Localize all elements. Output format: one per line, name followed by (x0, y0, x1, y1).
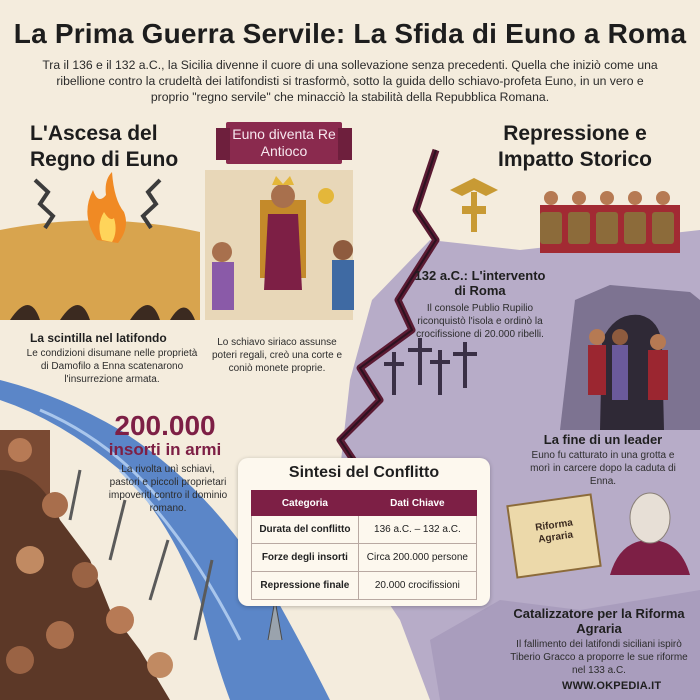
header-key-data: Dati Chiave (357, 490, 478, 516)
rebels-text: La rivolta unì schiavi, pastori e piccol… (108, 464, 228, 514)
intervention-text: Il console Publio Rupilio riconquistò l'… (416, 303, 544, 340)
site-url[interactable]: WWW.OKPEDIA.IT (562, 680, 662, 692)
wheat-field (0, 220, 200, 320)
header-category: Categoria (251, 490, 359, 516)
row-value: Circa 200.000 persone (357, 543, 478, 572)
leader-end-text: Euno fu catturato in una grotta e morì i… (530, 450, 676, 487)
rebels-label: insorti in armi (108, 440, 222, 459)
table-row: Durata del conflitto 136 a.C. – 132 a.C. (251, 515, 478, 544)
fire-icon (87, 172, 126, 243)
lower-hill (430, 590, 700, 700)
page-title: La Prima Guerra Servile: La Sfida di Eun… (13, 18, 687, 49)
rebel-crowd (0, 430, 214, 700)
summary-table: Categoria Dati Chiave Durata del conflit… (251, 490, 478, 600)
row-label: Forze degli insorti (251, 543, 359, 572)
broken-chain-icon (33, 178, 162, 230)
roman-soldiers (540, 191, 680, 253)
spark-text: Le condizioni disumane nelle proprietà d… (26, 348, 198, 385)
reform-title: Catalizzatore per la Riforma Agraria (513, 606, 685, 636)
intervention-title: 132 a.C.: L'intervento di Roma (414, 268, 546, 298)
coin-icon (318, 188, 334, 204)
king-banner: Euno diventa Re Antioco (216, 122, 352, 164)
crown-icon (272, 176, 294, 185)
row-value: 136 a.C. – 132 a.C. (357, 515, 478, 544)
leader-end-title: La fine di un leader (543, 432, 663, 447)
rebels-number: 200.000 (114, 410, 216, 441)
roman-eagle-icon (450, 178, 498, 232)
king-head (271, 184, 295, 208)
scroll-icon (506, 493, 602, 579)
summary-title: Sintesi del Conflitto (288, 464, 440, 481)
reform-text: Il fallimento dei latifondi siciliani is… (510, 639, 688, 676)
gracchus-bust (610, 492, 690, 575)
row-label: Durata del conflitto (251, 515, 359, 544)
left-section-heading: L'Ascesa del Regno di Euno (30, 122, 179, 171)
row-value: 20.000 crocifissioni (357, 571, 478, 600)
right-section-heading: Repressione e Impatto Storico (497, 122, 652, 171)
captive-euno (612, 345, 628, 400)
river (0, 380, 330, 700)
summary-card: Sintesi del Conflitto Categoria Dati Chi… (238, 458, 490, 606)
table-row: Repressione finale 20.000 crocifissioni (251, 571, 478, 600)
intro-text: Tra il 136 e il 132 a.C., la Sicilia div… (42, 58, 658, 104)
king-text: Lo schiavo siriaco assunse poteri regali… (211, 337, 343, 374)
spark-title: La scintilla nel latifondo (30, 331, 167, 345)
cave-soldier (588, 345, 606, 395)
table-row: Forze degli insorti Circa 200.000 person… (251, 543, 478, 572)
summary-header-row: Categoria Dati Chiave (251, 490, 478, 516)
crosses (384, 338, 477, 395)
row-label: Repressione finale (251, 571, 359, 600)
